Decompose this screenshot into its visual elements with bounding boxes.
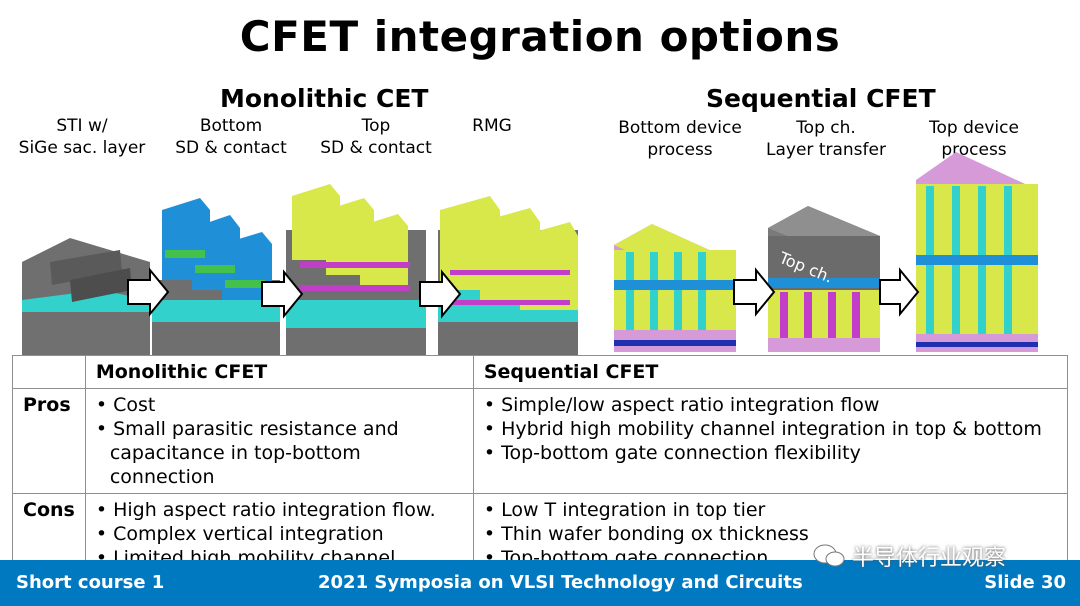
mono-step-2-label: Bottom SD & contact: [166, 115, 296, 159]
list-item: Cost: [96, 393, 463, 417]
mono-step-3-label: Top SD & contact: [312, 115, 440, 159]
table-header-row: Monolithic CFET Sequential CFET: [12, 355, 1069, 389]
seq-step-1-structure: [614, 224, 736, 352]
process-illustrations: Top ch.: [22, 152, 1038, 355]
pros-sequential-cell: Simple/low aspect ratio integration flow…: [472, 388, 1069, 494]
arrow-icon: [733, 267, 776, 317]
footer-course: Short course 1: [16, 572, 165, 593]
footer-event: 2021 Symposia on VLSI Technology and Cir…: [318, 572, 803, 593]
list-item: Thin wafer bonding ox thickness: [484, 522, 1057, 546]
mono-step-2-structure: [152, 198, 280, 355]
row-label-pros: Pros: [12, 388, 86, 494]
watermark: 半导体行业观察: [812, 540, 1006, 572]
mono-step-4-line1: RMG: [472, 116, 512, 136]
mono-step-4-label: RMG: [458, 115, 526, 137]
arrow-icon: [879, 267, 920, 317]
list-item: Top-bottom gate connection flexibility: [484, 441, 1057, 465]
table-corner-cell: [12, 355, 86, 389]
col-header-monolithic: Monolithic CFET: [84, 355, 474, 389]
slide-footer: Short course 1 2021 Symposia on VLSI Tec…: [0, 560, 1080, 606]
seq-step-1-label: Bottom device process: [612, 117, 748, 161]
seq-step-2-structure: [768, 206, 880, 352]
arrow-icon: [419, 269, 462, 319]
list-item: Complex vertical integration: [96, 522, 463, 546]
pros-cons-table: Monolithic CFET Sequential CFET Pros Cos…: [12, 355, 1069, 599]
seq-step-1-line2: process: [647, 140, 713, 160]
seq-step-1-line1: Bottom device: [618, 118, 742, 138]
list-item: Low T integration in top tier: [484, 498, 1057, 522]
pros-monolithic-cell: Cost Small parasitic resistance and capa…: [84, 388, 474, 494]
seq-step-3-line1: Top device: [929, 118, 1019, 138]
list-item: Small parasitic resistance and capacitan…: [96, 417, 463, 489]
wechat-icon: [813, 544, 845, 567]
mono-step-3-line2: SD & contact: [320, 138, 432, 158]
seq-step-2-label: Top ch. Layer transfer: [762, 117, 890, 161]
list-item: High aspect ratio integration flow.: [96, 498, 463, 522]
list-item: Simple/low aspect ratio integration flow: [484, 393, 1057, 417]
slide-title: CFET integration options: [239, 12, 841, 61]
col-header-sequential: Sequential CFET: [472, 355, 1069, 389]
seq-step-2-line1: Top ch.: [796, 118, 856, 138]
mono-step-3-line1: Top: [361, 116, 391, 136]
arrow-icon: [127, 267, 170, 317]
watermark-text: 半导体行业观察: [852, 546, 1007, 571]
mono-step-3-structure: [286, 184, 426, 355]
mono-step-2-line2: SD & contact: [175, 138, 287, 158]
seq-step-3-structure: [916, 152, 1038, 352]
mono-step-1-structure: [22, 238, 150, 355]
arrow-icon: [261, 269, 304, 319]
sequential-heading: Sequential CFET: [706, 84, 936, 113]
seq-step-2-line2: Layer transfer: [766, 140, 886, 160]
list-item: Hybrid high mobility channel integration…: [484, 417, 1057, 441]
monolithic-heading: Monolithic CET: [220, 84, 429, 113]
mono-step-2-line1: Bottom: [199, 116, 263, 136]
mono-step-1-line2: SiGe sac. layer: [18, 138, 146, 158]
mono-step-1-line1: STI w/: [56, 116, 108, 136]
mono-step-1-label: STI w/ SiGe sac. layer: [14, 115, 150, 159]
mono-step-4-structure: [438, 196, 578, 355]
footer-slide-number: Slide 30: [984, 572, 1066, 593]
table-row-pros: Pros Cost Small parasitic resistance and…: [12, 388, 1069, 494]
